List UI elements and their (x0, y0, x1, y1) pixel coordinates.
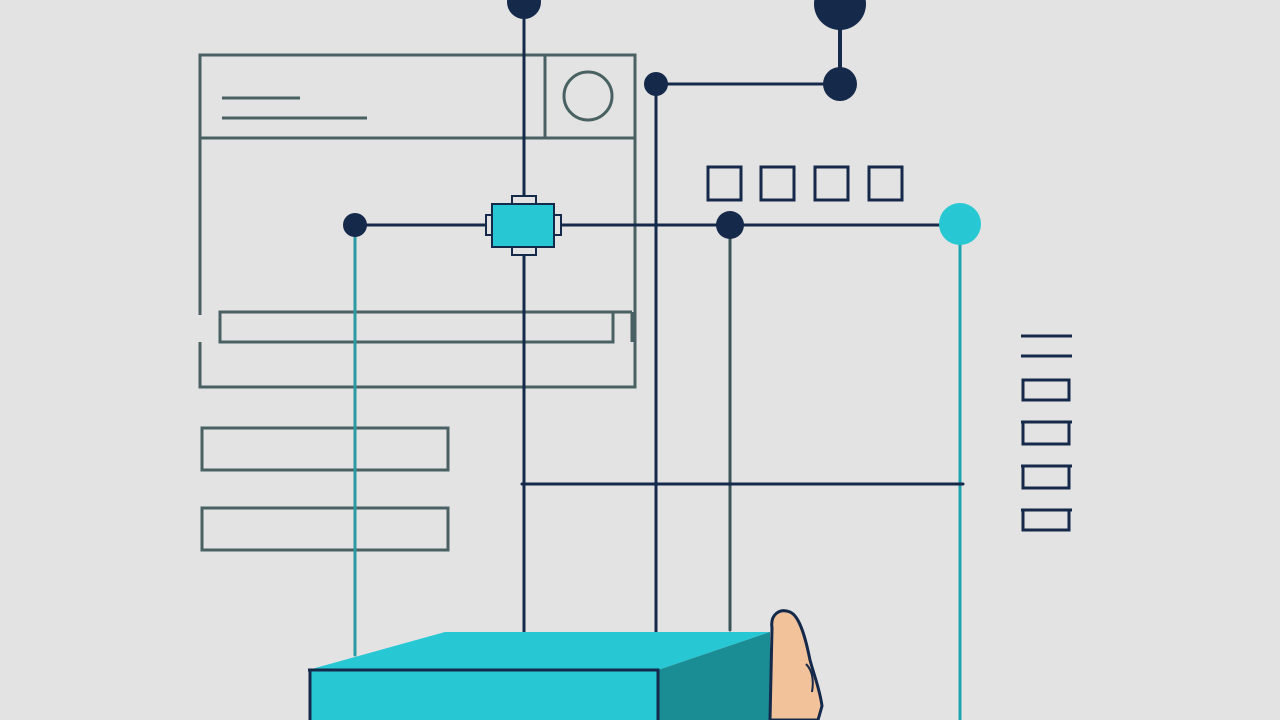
connector-tab-bottom (511, 246, 537, 256)
window-input-bar (218, 310, 615, 344)
hand-fingers (768, 609, 824, 720)
box-side (658, 632, 770, 720)
stacked-bar-2 (200, 506, 450, 552)
connector-tab-top (511, 195, 537, 205)
hand-icon (768, 609, 824, 720)
node-teal (939, 203, 981, 245)
node-left (343, 213, 367, 237)
window-body-outline-lower (198, 138, 637, 389)
list-box-4 (1021, 508, 1071, 532)
list-box-3 (1021, 464, 1071, 490)
vertical-list (1021, 334, 1072, 532)
box-icon (308, 632, 770, 720)
connector-chip (491, 203, 555, 248)
square-3 (813, 165, 850, 202)
square-4 (867, 165, 904, 202)
connector-lines (353, 3, 965, 720)
node-right (716, 211, 744, 239)
stacked-bar-1 (200, 426, 450, 472)
nodes (343, 0, 981, 245)
window-titlebar (198, 53, 637, 140)
list-box-1 (1021, 378, 1071, 402)
list-box-2 (1021, 420, 1071, 446)
square-row (706, 165, 904, 202)
wireframe-window-icon (198, 53, 637, 389)
square-1 (706, 165, 743, 202)
square-2 (759, 165, 796, 202)
node-top-right (814, 0, 866, 30)
node-junction (823, 67, 857, 101)
box-front (308, 668, 660, 720)
left-stacked-bars (200, 426, 450, 552)
node-connector-icon (485, 195, 562, 256)
box-top (308, 632, 770, 670)
node-mid (644, 72, 668, 96)
node-top (507, 0, 541, 19)
hand-knuckle-line (805, 663, 814, 693)
circle-icon (562, 70, 614, 122)
